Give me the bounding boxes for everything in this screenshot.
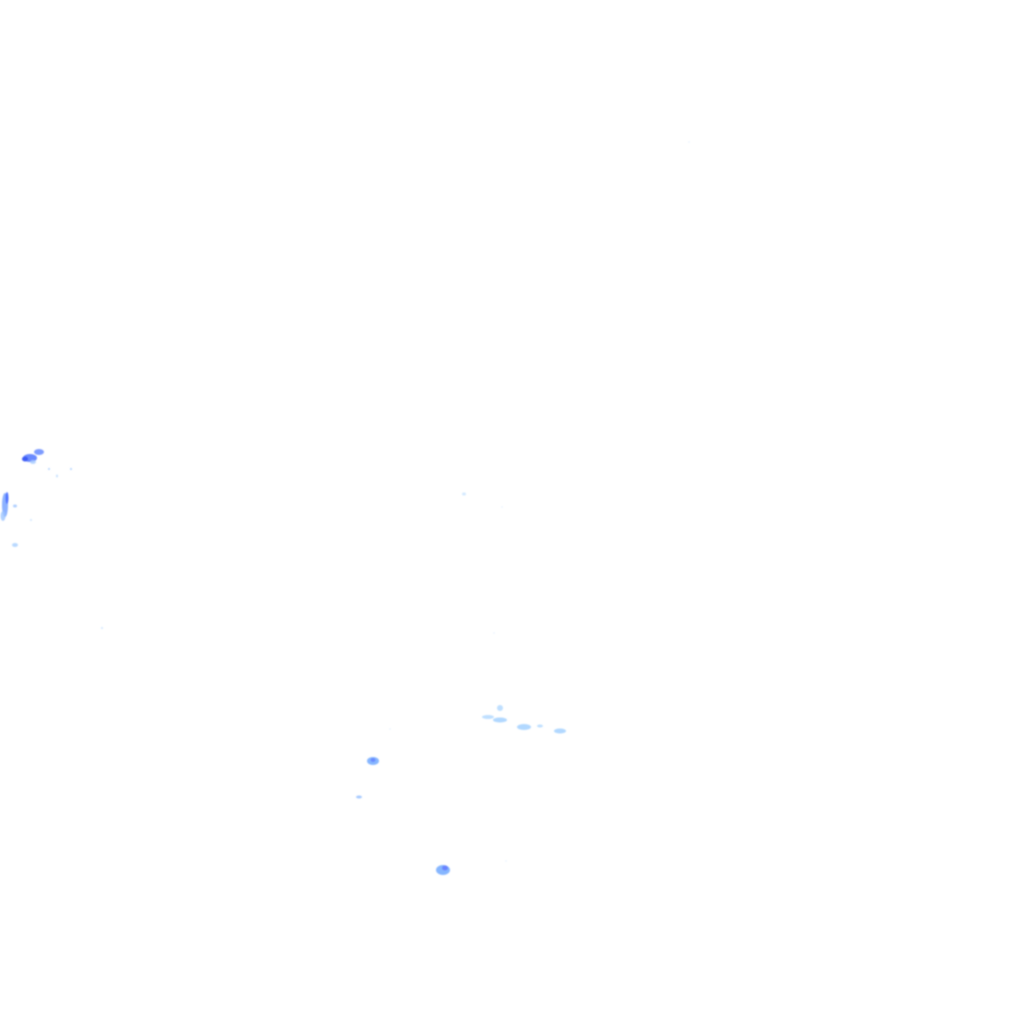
- precipitation-echo: [356, 795, 362, 799]
- precipitation-echo: [22, 456, 28, 462]
- precipitation-echo: [493, 717, 507, 723]
- precipitation-echo: [12, 543, 18, 547]
- precipitation-echo: [30, 519, 32, 521]
- precipitation-echo: [501, 506, 503, 508]
- precipitation-echo: [70, 468, 72, 470]
- precipitation-echo: [517, 724, 531, 730]
- precipitation-echo: [554, 728, 566, 734]
- precipitation-echo: [688, 141, 690, 143]
- precipitation-echo: [482, 715, 494, 719]
- precipitation-echo: [505, 860, 507, 862]
- precipitation-echo: [34, 449, 44, 455]
- precipitation-echo: [370, 758, 376, 762]
- precipitation-echo: [101, 627, 103, 629]
- precipitation-echo: [56, 474, 58, 478]
- precipitation-echo: [497, 705, 503, 711]
- precipitation-echo: [48, 468, 50, 470]
- precipitation-echo: [442, 865, 448, 871]
- precipitation-echo: [462, 492, 466, 496]
- radar-echo-layer: [0, 141, 690, 875]
- precipitation-echo: [13, 504, 17, 508]
- precipitation-echo: [5, 492, 9, 504]
- precipitation-echo: [537, 724, 543, 728]
- precipitation-echo: [389, 728, 391, 730]
- precipitation-echo: [30, 460, 36, 464]
- precipitation-echo: [493, 632, 495, 634]
- precipitation-echo: [0, 511, 6, 521]
